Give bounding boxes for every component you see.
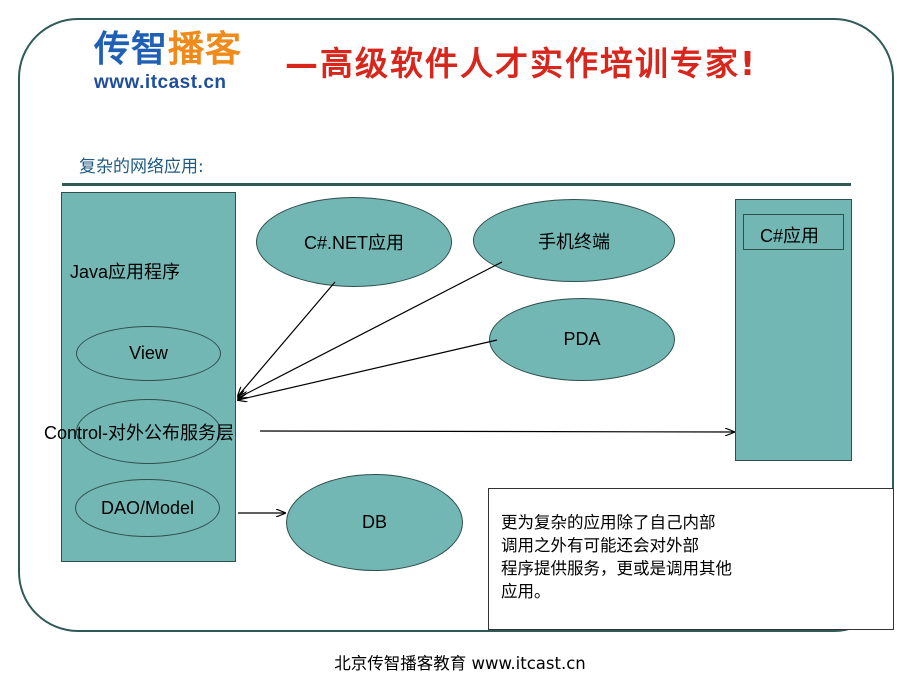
dao-ellipse: DAO/Model [75,479,220,537]
footer-text: 北京传智播客教育 www.itcast.cn [334,654,586,673]
arrow-csharp-to-control [238,281,336,396]
db-ellipse: DB [286,474,463,571]
arrow-mobile-to-control [238,261,503,398]
view-ellipse: View [76,326,221,381]
java-app-title: Java应用程序 [70,262,181,282]
csharp-app-label-box [743,214,844,250]
mobile-ellipse: 手机终端 [473,199,675,282]
control-ellipse [76,399,221,464]
logo-name-part1: 传智 [94,29,169,70]
db-label: DB [361,512,387,532]
divider-rule [62,183,851,186]
arrow-control-to-csharp-app [259,431,734,432]
csharp-app-label: C#应用 [760,226,820,246]
slide-subtitle: 复杂的网络应用: [79,157,204,177]
csharp-app-box [735,199,852,461]
brand-logo: 传智播客 www.itcast.cn [94,30,242,94]
arrow-pda-to-control [238,339,498,400]
control-label: Control-对外公布服务层 [44,423,235,443]
note-line-4: 应用。 [501,582,551,601]
slogan: —高级软件人才实作培训专家! [285,44,758,83]
note-line-1: 更为复杂的应用除了自己内部 [501,513,716,532]
logo-name: 传智播客 [94,30,242,70]
pda-ellipse: PDA [489,298,675,381]
csharp-net-ellipse: C#.NET应用 [256,197,452,287]
slide-frame [18,18,894,632]
note-box: 更为复杂的应用除了自己内部 调用之外有可能还会对外部 程序提供服务，更或是调用其… [488,488,894,630]
mobile-label: 手机终端 [538,231,610,252]
note-line-3: 程序提供服务，更或是调用其他 [501,559,732,578]
view-label: View [129,343,168,363]
note-line-2: 调用之外有可能还会对外部 [501,536,699,555]
logo-url: www.itcast.cn [94,72,227,93]
pda-label: PDA [563,329,601,349]
logo-name-part2: 播客 [168,29,243,70]
dao-label: DAO/Model [100,497,195,518]
csharp-net-label: C#.NET应用 [303,233,404,253]
